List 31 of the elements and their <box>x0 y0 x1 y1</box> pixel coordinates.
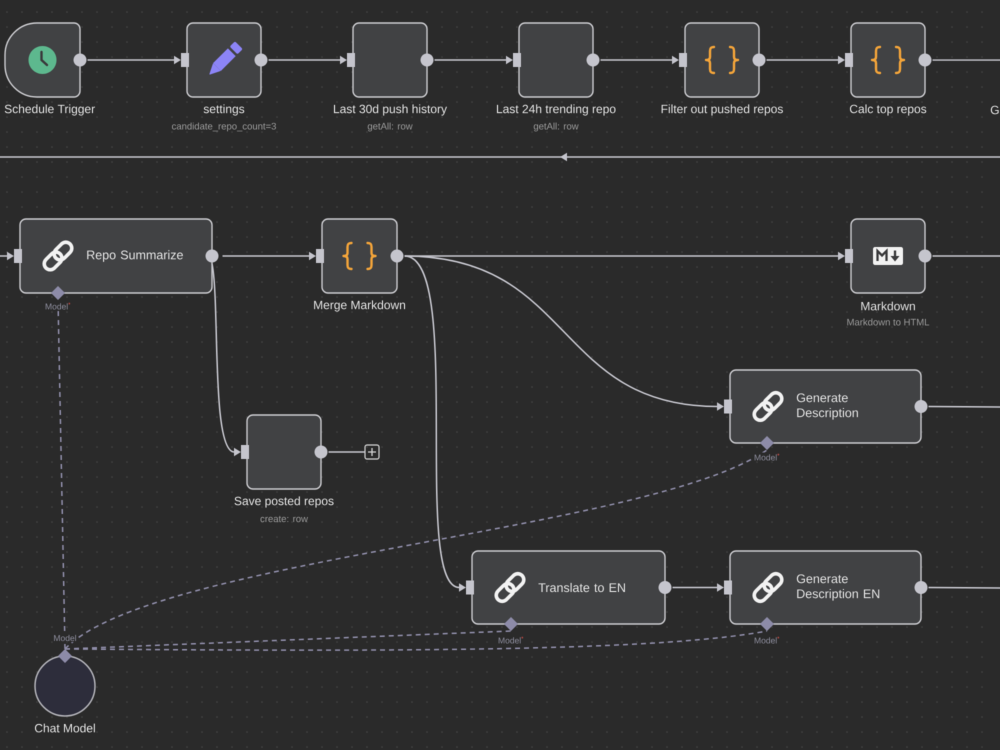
connector-line <box>932 59 1000 61</box>
dashed-connector <box>64 449 768 650</box>
node-label: Markdown <box>861 302 915 310</box>
node-label: G <box>990 106 999 114</box>
dashed-connector <box>64 630 512 650</box>
node-label: Merge Markdown <box>314 300 406 312</box>
node-label: Chat Model <box>34 724 95 732</box>
node-box: Generate Description <box>729 369 922 444</box>
node-subtitle: Markdown to HTML <box>847 318 930 326</box>
node-subtitle: getAll: row <box>368 122 413 132</box>
dashed-connector <box>65 630 768 651</box>
connector-line <box>328 451 365 453</box>
port-label: Model$^{*}$ <box>497 636 525 644</box>
connector-line <box>928 586 1000 589</box>
node-subtitle: candidate_repo_count=3 <box>172 122 276 132</box>
node-label: settings <box>204 104 244 116</box>
node-box: Generate Description EN <box>729 550 922 625</box>
node-subtitle: getAll: row <box>534 122 579 132</box>
node-subtitle: create: row <box>260 516 308 522</box>
port-label: Model$^{*}$ <box>753 452 781 462</box>
node-label: Calc top repos <box>850 104 926 116</box>
node-label: Last 30d push history <box>334 104 447 116</box>
node-box: Repo Summarize <box>19 218 213 294</box>
connector-line <box>932 255 1000 257</box>
node-label: Filter out pushed repos <box>662 104 783 116</box>
connector-line <box>928 406 1000 408</box>
node-label: Save posted repos <box>234 496 334 508</box>
node-label: Schedule Trigger <box>4 104 95 116</box>
node-label: Last 24h trending repo <box>496 104 616 116</box>
node-box: Translate to EN <box>471 550 666 625</box>
port-label: Model$^{*}$ <box>753 636 781 644</box>
